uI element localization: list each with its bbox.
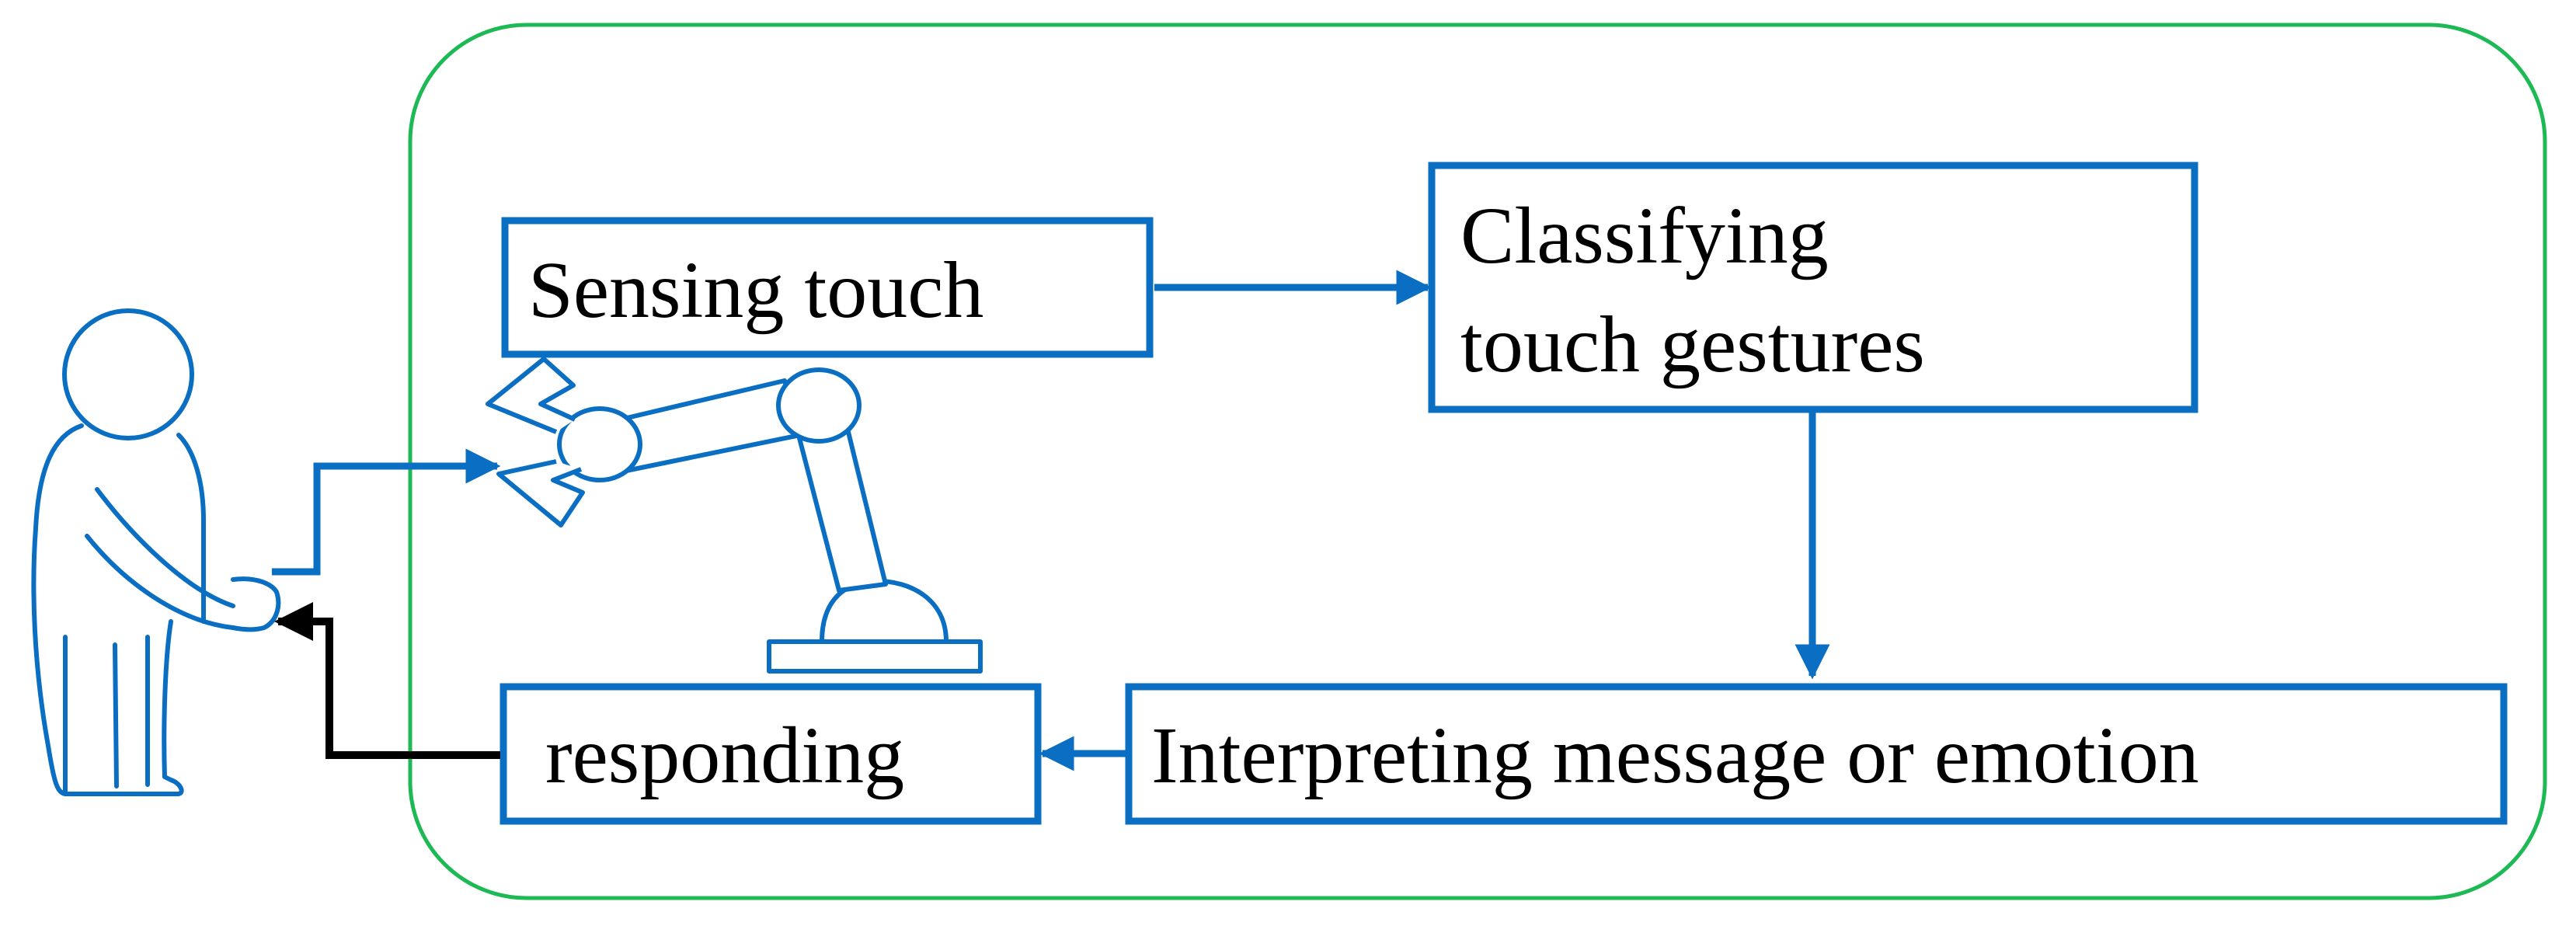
classifying-label-line2: touch gestures — [1460, 300, 1925, 389]
responding-label: responding — [545, 711, 904, 800]
classifying-label-line1: Classifying — [1460, 191, 1829, 280]
robot-arm-icon — [486, 357, 983, 674]
person-icon — [31, 308, 281, 796]
sensing-touch-label: Sensing touch — [528, 245, 983, 335]
interpreting-label: Interpreting message or emotion — [1151, 711, 2199, 800]
sensing-touch-box — [501, 217, 1154, 358]
classifying-box — [1428, 162, 2198, 413]
responding-box — [500, 683, 1042, 825]
system-boundary — [408, 23, 2547, 900]
arrow-person-to-robot — [272, 448, 501, 576]
arrow-responding-to-person — [274, 602, 500, 759]
interpreting-box — [1125, 683, 2508, 825]
